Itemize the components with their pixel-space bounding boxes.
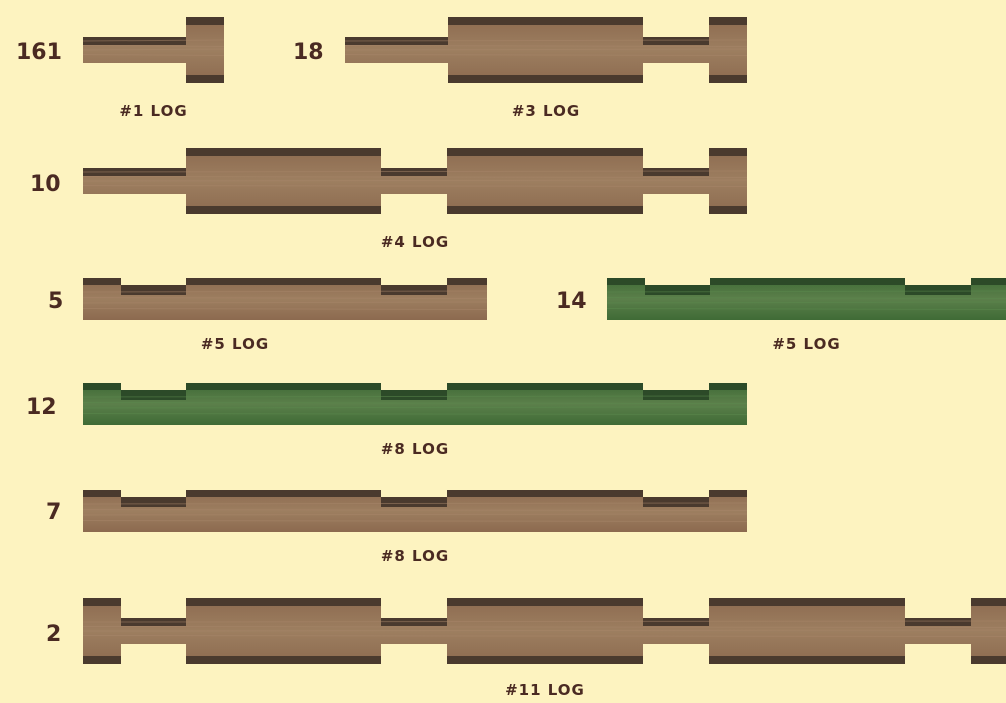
log-label: #8 LOG xyxy=(83,549,747,564)
log-notch-cut xyxy=(643,383,709,390)
log-label: #8 LOG xyxy=(83,442,747,457)
log-notch-cut xyxy=(643,490,709,497)
log-count: 7 xyxy=(46,502,61,524)
log-notch xyxy=(643,17,709,37)
log-notch xyxy=(905,644,971,664)
log-notch-shadow xyxy=(905,618,971,626)
log-graphic xyxy=(607,278,1006,320)
log-notch xyxy=(83,194,186,214)
log-notch xyxy=(121,644,186,664)
log-piece-4 xyxy=(83,278,487,320)
log-piece-2 xyxy=(345,17,747,83)
log-notch xyxy=(345,63,448,83)
log-cap xyxy=(83,656,1006,664)
log-graphic xyxy=(83,383,747,425)
log-notch xyxy=(121,598,186,618)
log-piece-1 xyxy=(83,17,224,83)
log-piece-7 xyxy=(83,490,747,532)
log-graphic xyxy=(83,278,487,320)
log-notch xyxy=(643,148,709,168)
log-notch xyxy=(381,644,447,664)
log-graphic xyxy=(83,598,1006,664)
log-count: 18 xyxy=(293,42,324,64)
log-notch xyxy=(905,598,971,618)
log-notch-cut xyxy=(121,383,186,390)
log-notch xyxy=(381,598,447,618)
log-notch-cut xyxy=(905,278,971,285)
log-piece-6 xyxy=(83,383,747,425)
log-notch xyxy=(83,63,186,83)
log-cap xyxy=(83,598,1006,606)
log-notch xyxy=(381,194,447,214)
log-graphic xyxy=(345,17,747,83)
log-notch xyxy=(643,194,709,214)
log-label: #1 LOG xyxy=(83,104,224,119)
log-label: #5 LOG xyxy=(607,337,1006,352)
log-count: 5 xyxy=(48,291,63,313)
log-count: 161 xyxy=(16,42,62,64)
log-piece-5 xyxy=(607,278,1006,320)
log-notch-shadow xyxy=(643,168,709,176)
log-notch xyxy=(643,63,709,83)
log-count: 14 xyxy=(556,291,587,313)
log-graphic xyxy=(83,148,747,214)
log-notch xyxy=(381,148,447,168)
log-graphic xyxy=(83,490,747,532)
log-notch-cut xyxy=(645,278,710,285)
log-notch-cut xyxy=(121,278,186,285)
log-count: 2 xyxy=(46,624,61,646)
log-label: #11 LOG xyxy=(420,683,670,698)
log-notch xyxy=(643,644,709,664)
log-notch xyxy=(83,17,186,37)
log-notch-cut xyxy=(381,278,447,285)
log-notch-cut xyxy=(381,490,447,497)
log-piece-3 xyxy=(83,148,747,214)
log-notch xyxy=(345,17,448,37)
log-label: #4 LOG xyxy=(83,235,747,250)
log-notch-cut xyxy=(381,383,447,390)
log-notch xyxy=(83,148,186,168)
log-label: #3 LOG xyxy=(345,104,747,119)
log-count: 12 xyxy=(26,397,57,419)
log-label: #5 LOG xyxy=(83,337,387,352)
log-count: 10 xyxy=(30,174,61,196)
log-notch-shadow xyxy=(643,37,709,45)
log-piece-8 xyxy=(83,598,1006,664)
log-notch-cut xyxy=(121,490,186,497)
log-graphic xyxy=(83,17,224,83)
log-notch-shadow xyxy=(643,618,709,626)
log-notch xyxy=(643,598,709,618)
